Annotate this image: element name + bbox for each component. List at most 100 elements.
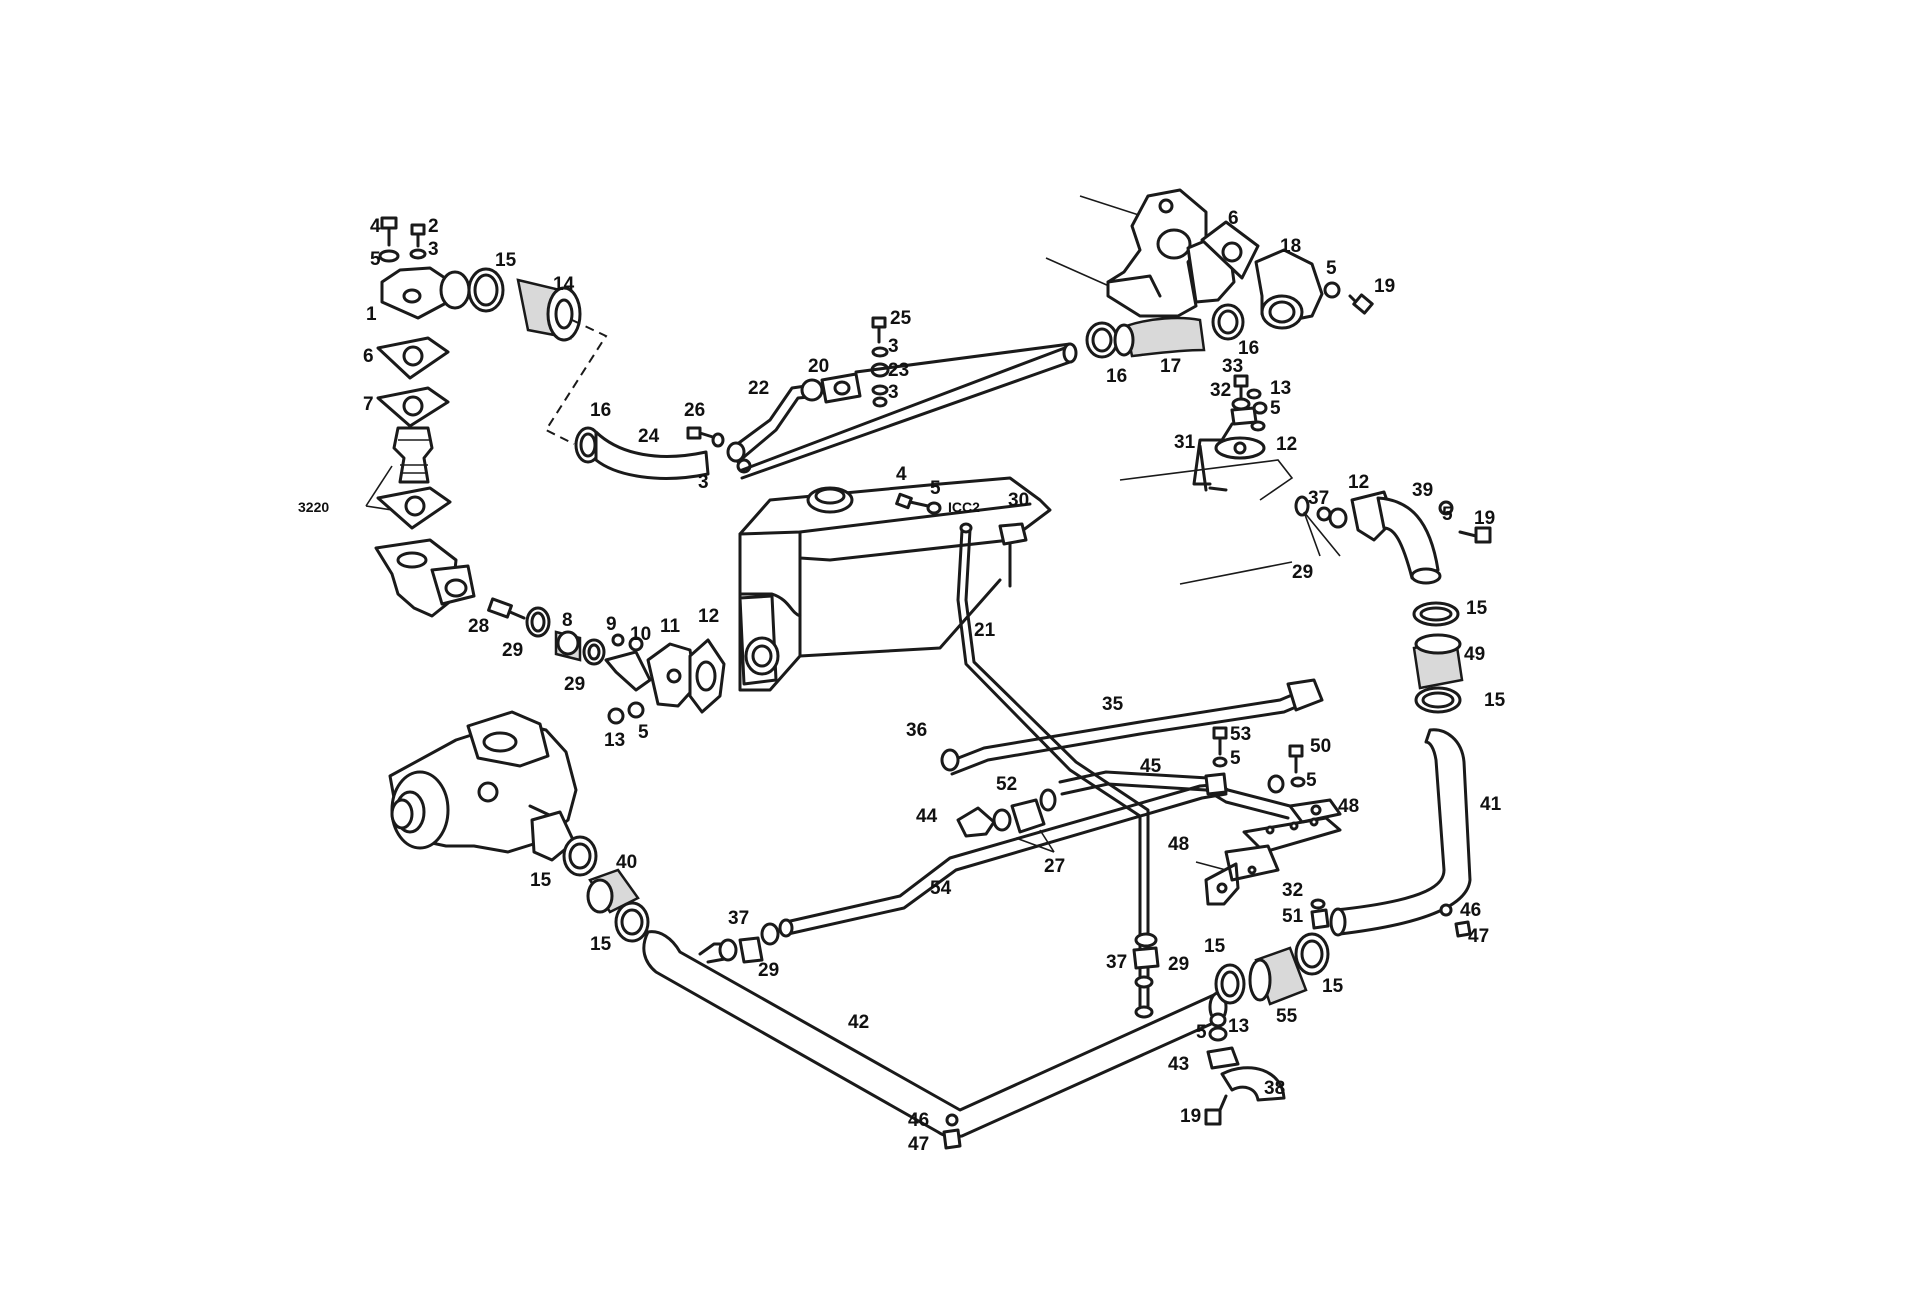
label-30: 30 <box>1008 490 1029 511</box>
cylinder-head-outlet-assembly <box>1045 188 1374 359</box>
label-41: 41 <box>1480 794 1502 815</box>
heater-feed-assembly <box>487 597 726 725</box>
label-29: 29 <box>1168 954 1189 975</box>
label-13: 13 <box>604 730 625 751</box>
label-3: 3 <box>888 336 899 357</box>
label-5: 5 <box>1306 770 1317 791</box>
thermostat-housing-assembly <box>365 216 608 618</box>
label-15: 15 <box>1204 936 1226 957</box>
label-51: 51 <box>1282 906 1304 927</box>
label-22: 22 <box>748 378 769 399</box>
label-5: 5 <box>638 722 649 743</box>
label-9: 9 <box>606 614 617 635</box>
label-7: 7 <box>363 394 374 415</box>
label-29: 29 <box>502 640 523 661</box>
heater-valve-assembly <box>1119 374 1294 585</box>
label-16: 16 <box>1238 338 1259 359</box>
label-4: 4 <box>370 216 381 237</box>
label-19: 19 <box>1474 508 1495 529</box>
label-5: 5 <box>1326 258 1337 279</box>
label-53: 53 <box>1230 724 1251 745</box>
right-hose-assembly <box>1329 601 1472 938</box>
label-19: 19 <box>1374 276 1395 297</box>
label-47: 47 <box>1468 926 1489 947</box>
label-5: 5 <box>370 249 381 270</box>
label-18: 18 <box>1280 236 1301 257</box>
label-21: 21 <box>974 620 996 641</box>
label-12: 12 <box>1276 434 1297 455</box>
label-48: 48 <box>1338 796 1359 817</box>
label-5: 5 <box>1196 1022 1207 1043</box>
label-23: 23 <box>888 360 909 381</box>
lower-main-pipe <box>642 922 1228 1150</box>
tank-marking-text: ICC2 <box>948 499 980 515</box>
label-19: 19 <box>1180 1106 1201 1127</box>
label-3: 3 <box>428 239 439 260</box>
label-12: 12 <box>698 606 719 627</box>
label-15: 15 <box>1484 690 1506 711</box>
label-52: 52 <box>996 774 1017 795</box>
label-33: 33 <box>1222 356 1243 377</box>
label-16: 16 <box>590 400 611 421</box>
label-5: 5 <box>1442 504 1453 525</box>
label-4: 4 <box>896 464 907 485</box>
label-24: 24 <box>638 426 660 447</box>
upper-bypass-pipe-assembly <box>574 316 1078 480</box>
label-43: 43 <box>1168 1054 1189 1075</box>
label-38: 38 <box>1264 1078 1285 1099</box>
label-15: 15 <box>1466 598 1488 619</box>
label-36: 36 <box>906 720 927 741</box>
label-32: 32 <box>1210 380 1231 401</box>
label-6: 6 <box>1228 208 1239 229</box>
label-40: 40 <box>616 852 637 873</box>
label-15: 15 <box>1322 976 1344 997</box>
label-11: 11 <box>660 616 681 637</box>
label-25: 25 <box>890 308 912 329</box>
lower-right-hose-assembly <box>1204 898 1330 1126</box>
label-15: 15 <box>530 870 552 891</box>
label-54: 54 <box>930 878 952 899</box>
label-16: 16 <box>1106 366 1127 387</box>
label-27: 27 <box>1044 856 1065 877</box>
label-31: 31 <box>1174 432 1196 453</box>
label-12: 12 <box>1348 472 1369 493</box>
label-13: 13 <box>1228 1016 1249 1037</box>
label-55: 55 <box>1276 1006 1298 1027</box>
label-35: 35 <box>1102 694 1124 715</box>
label-14: 14 <box>553 274 575 295</box>
label-3: 3 <box>698 472 709 493</box>
label-46: 46 <box>1460 900 1481 921</box>
label-3: 3 <box>888 382 899 403</box>
label-37: 37 <box>1308 488 1329 509</box>
label-5: 5 <box>1270 398 1281 419</box>
water-pump <box>388 710 650 943</box>
part-number-labels: 4 2 3 5 1 15 14 6 7 3220 16 24 26 3 22 2… <box>298 208 1506 1155</box>
label-37: 37 <box>1106 952 1127 973</box>
label-46: 46 <box>908 1110 929 1131</box>
label-26: 26 <box>684 400 705 421</box>
label-29: 29 <box>1292 562 1313 583</box>
label-20: 20 <box>808 356 829 377</box>
label-5: 5 <box>1230 748 1241 769</box>
label-1: 1 <box>366 304 377 325</box>
label-48: 48 <box>1168 834 1189 855</box>
label-32: 32 <box>1282 880 1303 901</box>
label-47: 47 <box>908 1134 929 1155</box>
heater-outlet-elbow <box>1294 490 1492 585</box>
heater-pipes-assembly <box>778 678 1342 938</box>
expansion-tank: ICC2 <box>738 476 1150 946</box>
label-8: 8 <box>562 610 573 631</box>
label-50: 50 <box>1310 736 1331 757</box>
label-13: 13 <box>1270 378 1291 399</box>
label-6: 6 <box>363 346 374 367</box>
label-39: 39 <box>1412 480 1433 501</box>
label-42: 42 <box>848 1012 869 1033</box>
label-10: 10 <box>630 624 651 645</box>
label-37: 37 <box>728 908 749 929</box>
label-28: 28 <box>468 616 489 637</box>
label-44: 44 <box>916 806 938 827</box>
label-49: 49 <box>1464 644 1485 665</box>
label-15: 15 <box>495 250 517 271</box>
label-29: 29 <box>564 674 585 695</box>
